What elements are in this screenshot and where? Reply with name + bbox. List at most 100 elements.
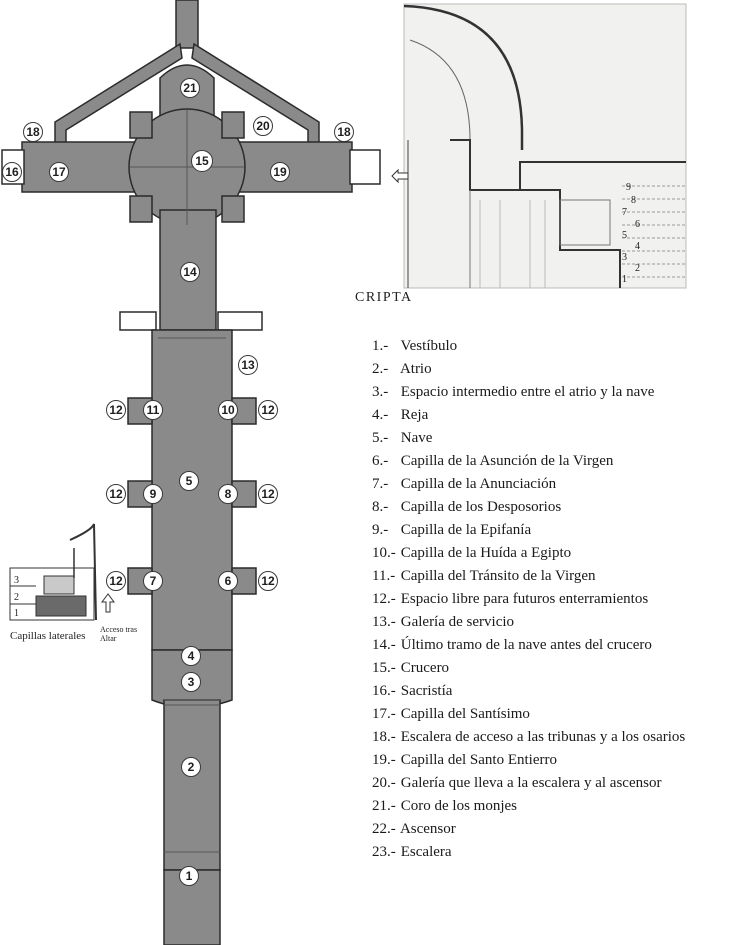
marker-3-intermediate-space: 3 — [181, 672, 201, 692]
legend-item: 4.- Reja — [372, 404, 685, 427]
crypt-level-3: 3 — [622, 252, 627, 263]
legend-item: 19.- Capilla del Santo Entierro — [372, 749, 685, 772]
crypt-level-9: 9 — [626, 182, 631, 193]
atrium — [163, 699, 221, 871]
legend-item: 20.- Galería que lleva a la escalera y a… — [372, 772, 685, 795]
buttress — [221, 111, 245, 139]
legend-item: 7.- Capilla de la Anunciación — [372, 473, 685, 496]
legend-label: Espacio intermedio entre el atrio y la n… — [400, 384, 655, 400]
crypt-level-1: 1 — [622, 274, 627, 285]
marker-19-chapel: 19 — [270, 162, 290, 182]
legend-label: Atrio — [399, 361, 432, 377]
legend-item: 15.- Crucero — [372, 657, 685, 680]
legend-label: Coro de los monjes — [400, 798, 517, 814]
marker-17-chapel: 17 — [49, 162, 69, 182]
marker-4-grille: 4 — [181, 646, 201, 666]
crypt-level-7: 7 — [622, 207, 627, 218]
legend-item: 13.- Galería de servicio — [372, 611, 685, 634]
legend-label: Vestíbulo — [400, 338, 458, 354]
legend-number: 1.- — [372, 338, 389, 354]
legend-label: Nave — [400, 430, 433, 446]
legend-label: Galería que lleva a la escalera y al asc… — [400, 775, 662, 791]
legend-label: Espacio libre para futuros enterramiento… — [400, 591, 649, 607]
buttress — [221, 195, 245, 223]
legend-label: Crucero — [400, 660, 450, 676]
legend-label: Capilla del Santísimo — [400, 706, 530, 722]
legend-item: 17.- Capilla del Santísimo — [372, 703, 685, 726]
legend-number: 13.- — [372, 614, 396, 630]
marker-12-burial-space: 12 — [258, 571, 278, 591]
legend-number: 8.- — [372, 499, 389, 515]
buttress — [129, 111, 153, 139]
marker-7-chapel: 7 — [143, 571, 163, 591]
legend-item: 22.- Ascensor — [372, 818, 685, 841]
legend-item: 12.- Espacio libre para futuros enterram… — [372, 588, 685, 611]
legend-number: 2.- — [372, 361, 389, 377]
legend-item: 10.- Capilla de la Huída a Egipto — [372, 542, 685, 565]
marker-11-chapel: 11 — [143, 400, 163, 420]
legend-label: Galería de servicio — [400, 614, 515, 630]
marker-5-nave: 5 — [179, 471, 199, 491]
marker-14-nave-last-section: 14 — [180, 262, 200, 282]
legend-label: Escalera — [400, 844, 452, 860]
side-box — [119, 311, 157, 331]
legend-item: 5.- Nave — [372, 427, 685, 450]
crypt-level-6: 6 — [635, 219, 640, 230]
marker-13-service-gallery: 13 — [238, 355, 258, 375]
legend-label: Capilla de la Huída a Egipto — [400, 545, 572, 561]
marker-10-chapel: 10 — [218, 400, 238, 420]
crypt-section-drawing — [391, 3, 687, 289]
crypt-level-5: 5 — [622, 230, 627, 241]
crypt-title: CRIPTA — [355, 290, 413, 305]
chapel-level-1: 1 — [14, 608, 19, 619]
legend-number: 23.- — [372, 844, 396, 860]
marker-12-burial-space: 12 — [258, 400, 278, 420]
side-box — [217, 311, 263, 331]
legend-item: 16.- Sacristía — [372, 680, 685, 703]
chapels-inset-drawing — [9, 523, 115, 621]
legend-label: Último tramo de la nave antes del crucer… — [400, 637, 652, 653]
legend-item: 18.- Escalera de acceso a las tribunas y… — [372, 726, 685, 749]
marker-12-burial-space: 12 — [106, 400, 126, 420]
marker-12-burial-space: 12 — [106, 571, 126, 591]
marker-6-chapel: 6 — [218, 571, 238, 591]
legend-label: Capilla de la Epifanía — [400, 522, 532, 538]
legend-item: 14.- Último tramo de la nave antes del c… — [372, 634, 685, 657]
legend-number: 19.- — [372, 752, 396, 768]
legend-item: 9.- Capilla de la Epifanía — [372, 519, 685, 542]
crypt-level-4: 4 — [635, 241, 640, 252]
marker-15-crossing: 15 — [191, 150, 213, 172]
marker-16-sacristy: 16 — [2, 162, 22, 182]
legend-item: 6.- Capilla de la Asunción de la Virgen — [372, 450, 685, 473]
marker-20-gallery: 20 — [253, 116, 273, 136]
crypt-level-8: 8 — [631, 195, 636, 206]
north-corridor — [175, 0, 199, 49]
legend-number: 9.- — [372, 522, 389, 538]
legend-number: 6.- — [372, 453, 389, 469]
marker-12-burial-space: 12 — [258, 484, 278, 504]
marker-1-vestibule: 1 — [179, 866, 199, 886]
access-note: Acceso tras Altar — [100, 625, 138, 643]
legend-label: Capilla de la Anunciación — [400, 476, 557, 492]
marker-8-chapel: 8 — [218, 484, 238, 504]
chapel-level-3: 3 — [14, 575, 19, 586]
legend-item: 21.- Coro de los monjes — [372, 795, 685, 818]
right-end-room — [349, 149, 381, 185]
legend-label: Reja — [400, 407, 429, 423]
legend-number: 10.- — [372, 545, 396, 561]
buttress — [129, 195, 153, 223]
legend-item: 2.- Atrio — [372, 358, 685, 381]
marker-21-choir: 21 — [180, 78, 200, 98]
marker-12-burial-space: 12 — [106, 484, 126, 504]
legend-number: 12.- — [372, 591, 396, 607]
legend-number: 22.- — [372, 821, 396, 837]
legend-label: Sacristía — [400, 683, 453, 699]
legend-label: Escalera de acceso a las tribunas y a lo… — [400, 729, 686, 745]
chapel-level-2: 2 — [14, 592, 19, 603]
legend-number: 21.- — [372, 798, 396, 814]
legend-number: 5.- — [372, 430, 389, 446]
legend-number: 18.- — [372, 729, 396, 745]
legend-item: 1.- Vestíbulo — [372, 335, 685, 358]
legend-item: 8.- Capilla de los Desposorios — [372, 496, 685, 519]
